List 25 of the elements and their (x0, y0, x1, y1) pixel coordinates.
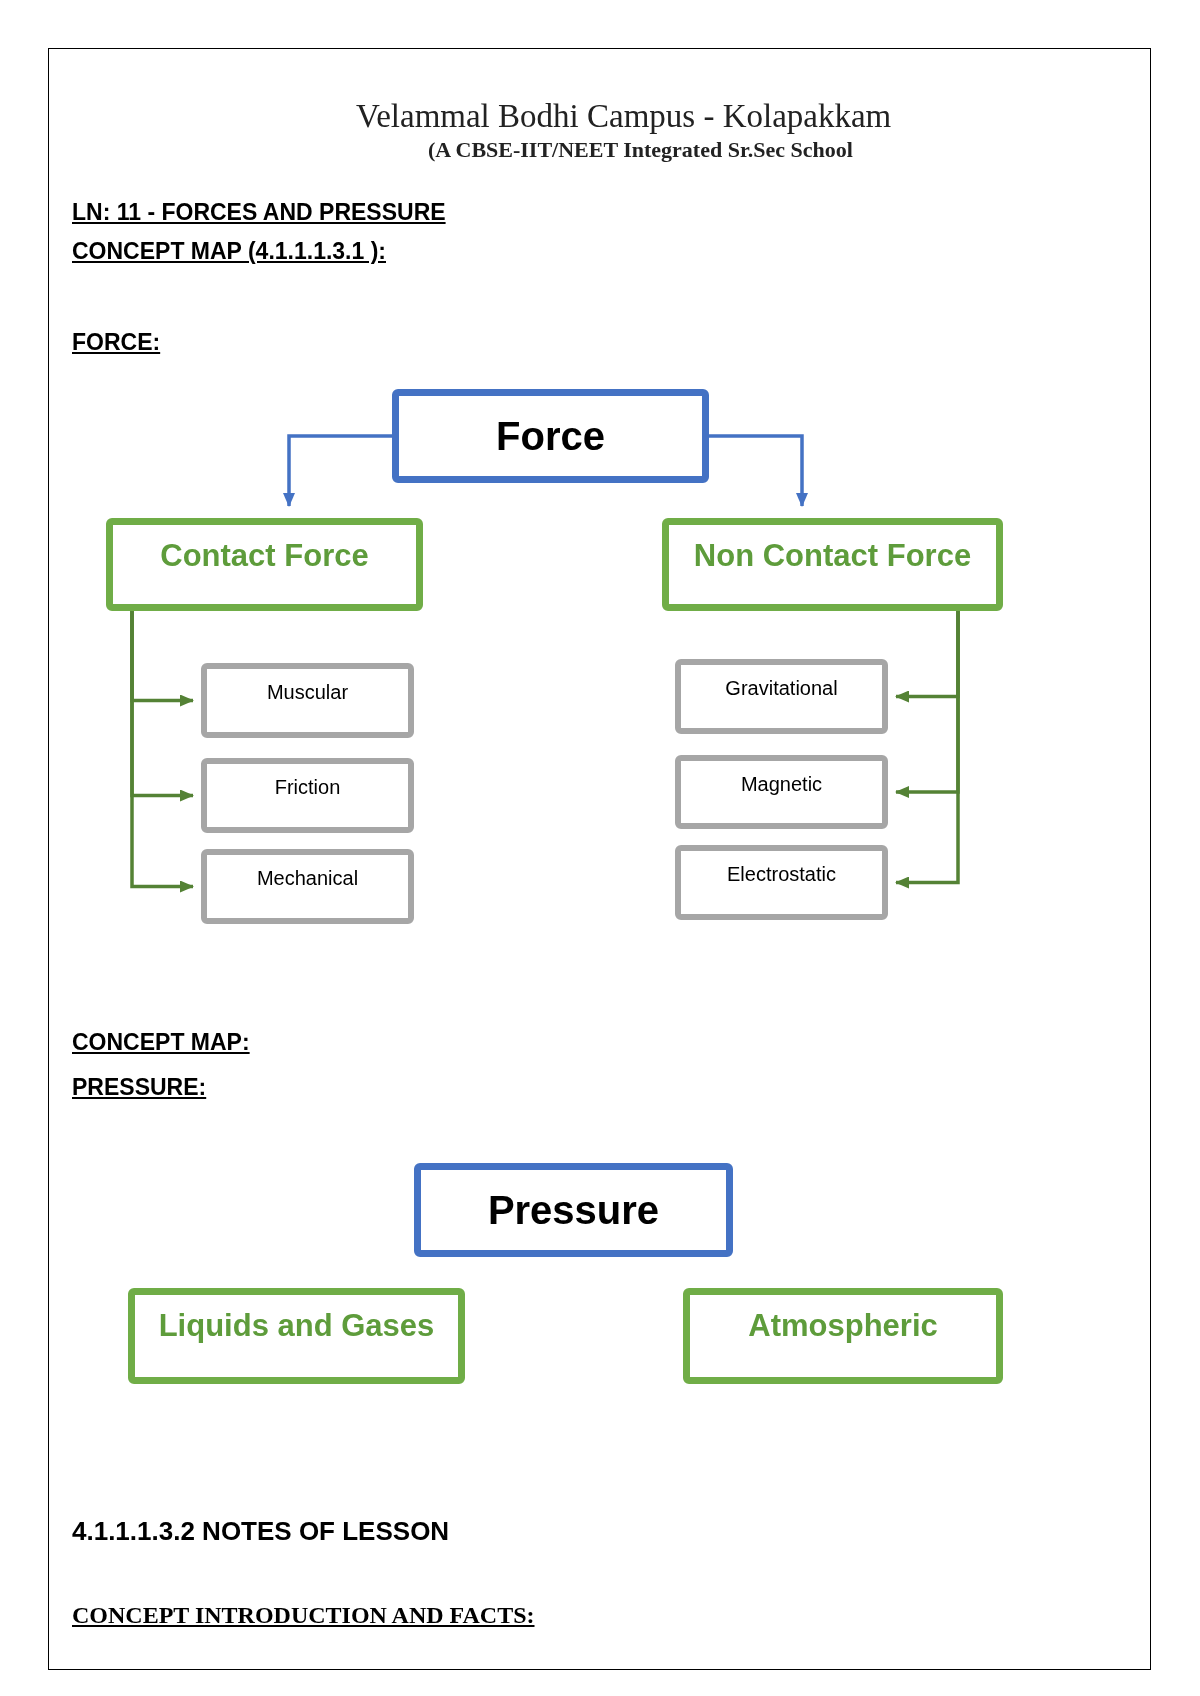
concept-box: Liquids and Gases (128, 1288, 465, 1384)
school-subtitle: (A CBSE-IIT/NEET Integrated Sr.Sec School (428, 136, 853, 164)
concept-box: Pressure (414, 1163, 733, 1257)
concept-box: Contact Force (106, 518, 423, 611)
category-box: Magnetic (675, 755, 888, 829)
section-heading: FORCE: (72, 328, 161, 357)
concept-box: Force (392, 389, 709, 483)
section-heading: CONCEPT INTRODUCTION AND FACTS: (72, 1601, 535, 1630)
category-box: Gravitational (675, 659, 888, 734)
arrow (709, 434, 808, 507)
school-name: Velammal Bodhi Campus - Kolapakkam (356, 97, 892, 136)
section-heading: PRESSURE: (72, 1073, 207, 1102)
category-box: Electrostatic (675, 845, 888, 920)
arrow (130, 611, 194, 893)
arrow (895, 611, 960, 889)
category-box: Muscular (201, 663, 414, 738)
category-box: Mechanical (201, 849, 414, 924)
concept-box: Non Contact Force (662, 518, 1003, 611)
section-heading: CONCEPT MAP: (72, 1028, 250, 1057)
section-heading: CONCEPT MAP (4.1.1.1.3.1 ): (72, 237, 386, 266)
concept-box: Atmospheric (683, 1288, 1003, 1384)
lesson-heading: LN: 11 - FORCES AND PRESSURE (72, 198, 446, 227)
category-box: Friction (201, 758, 414, 833)
arrow (283, 434, 392, 507)
section-heading: 4.1.1.1.3.2 NOTES OF LESSON (72, 1515, 450, 1548)
